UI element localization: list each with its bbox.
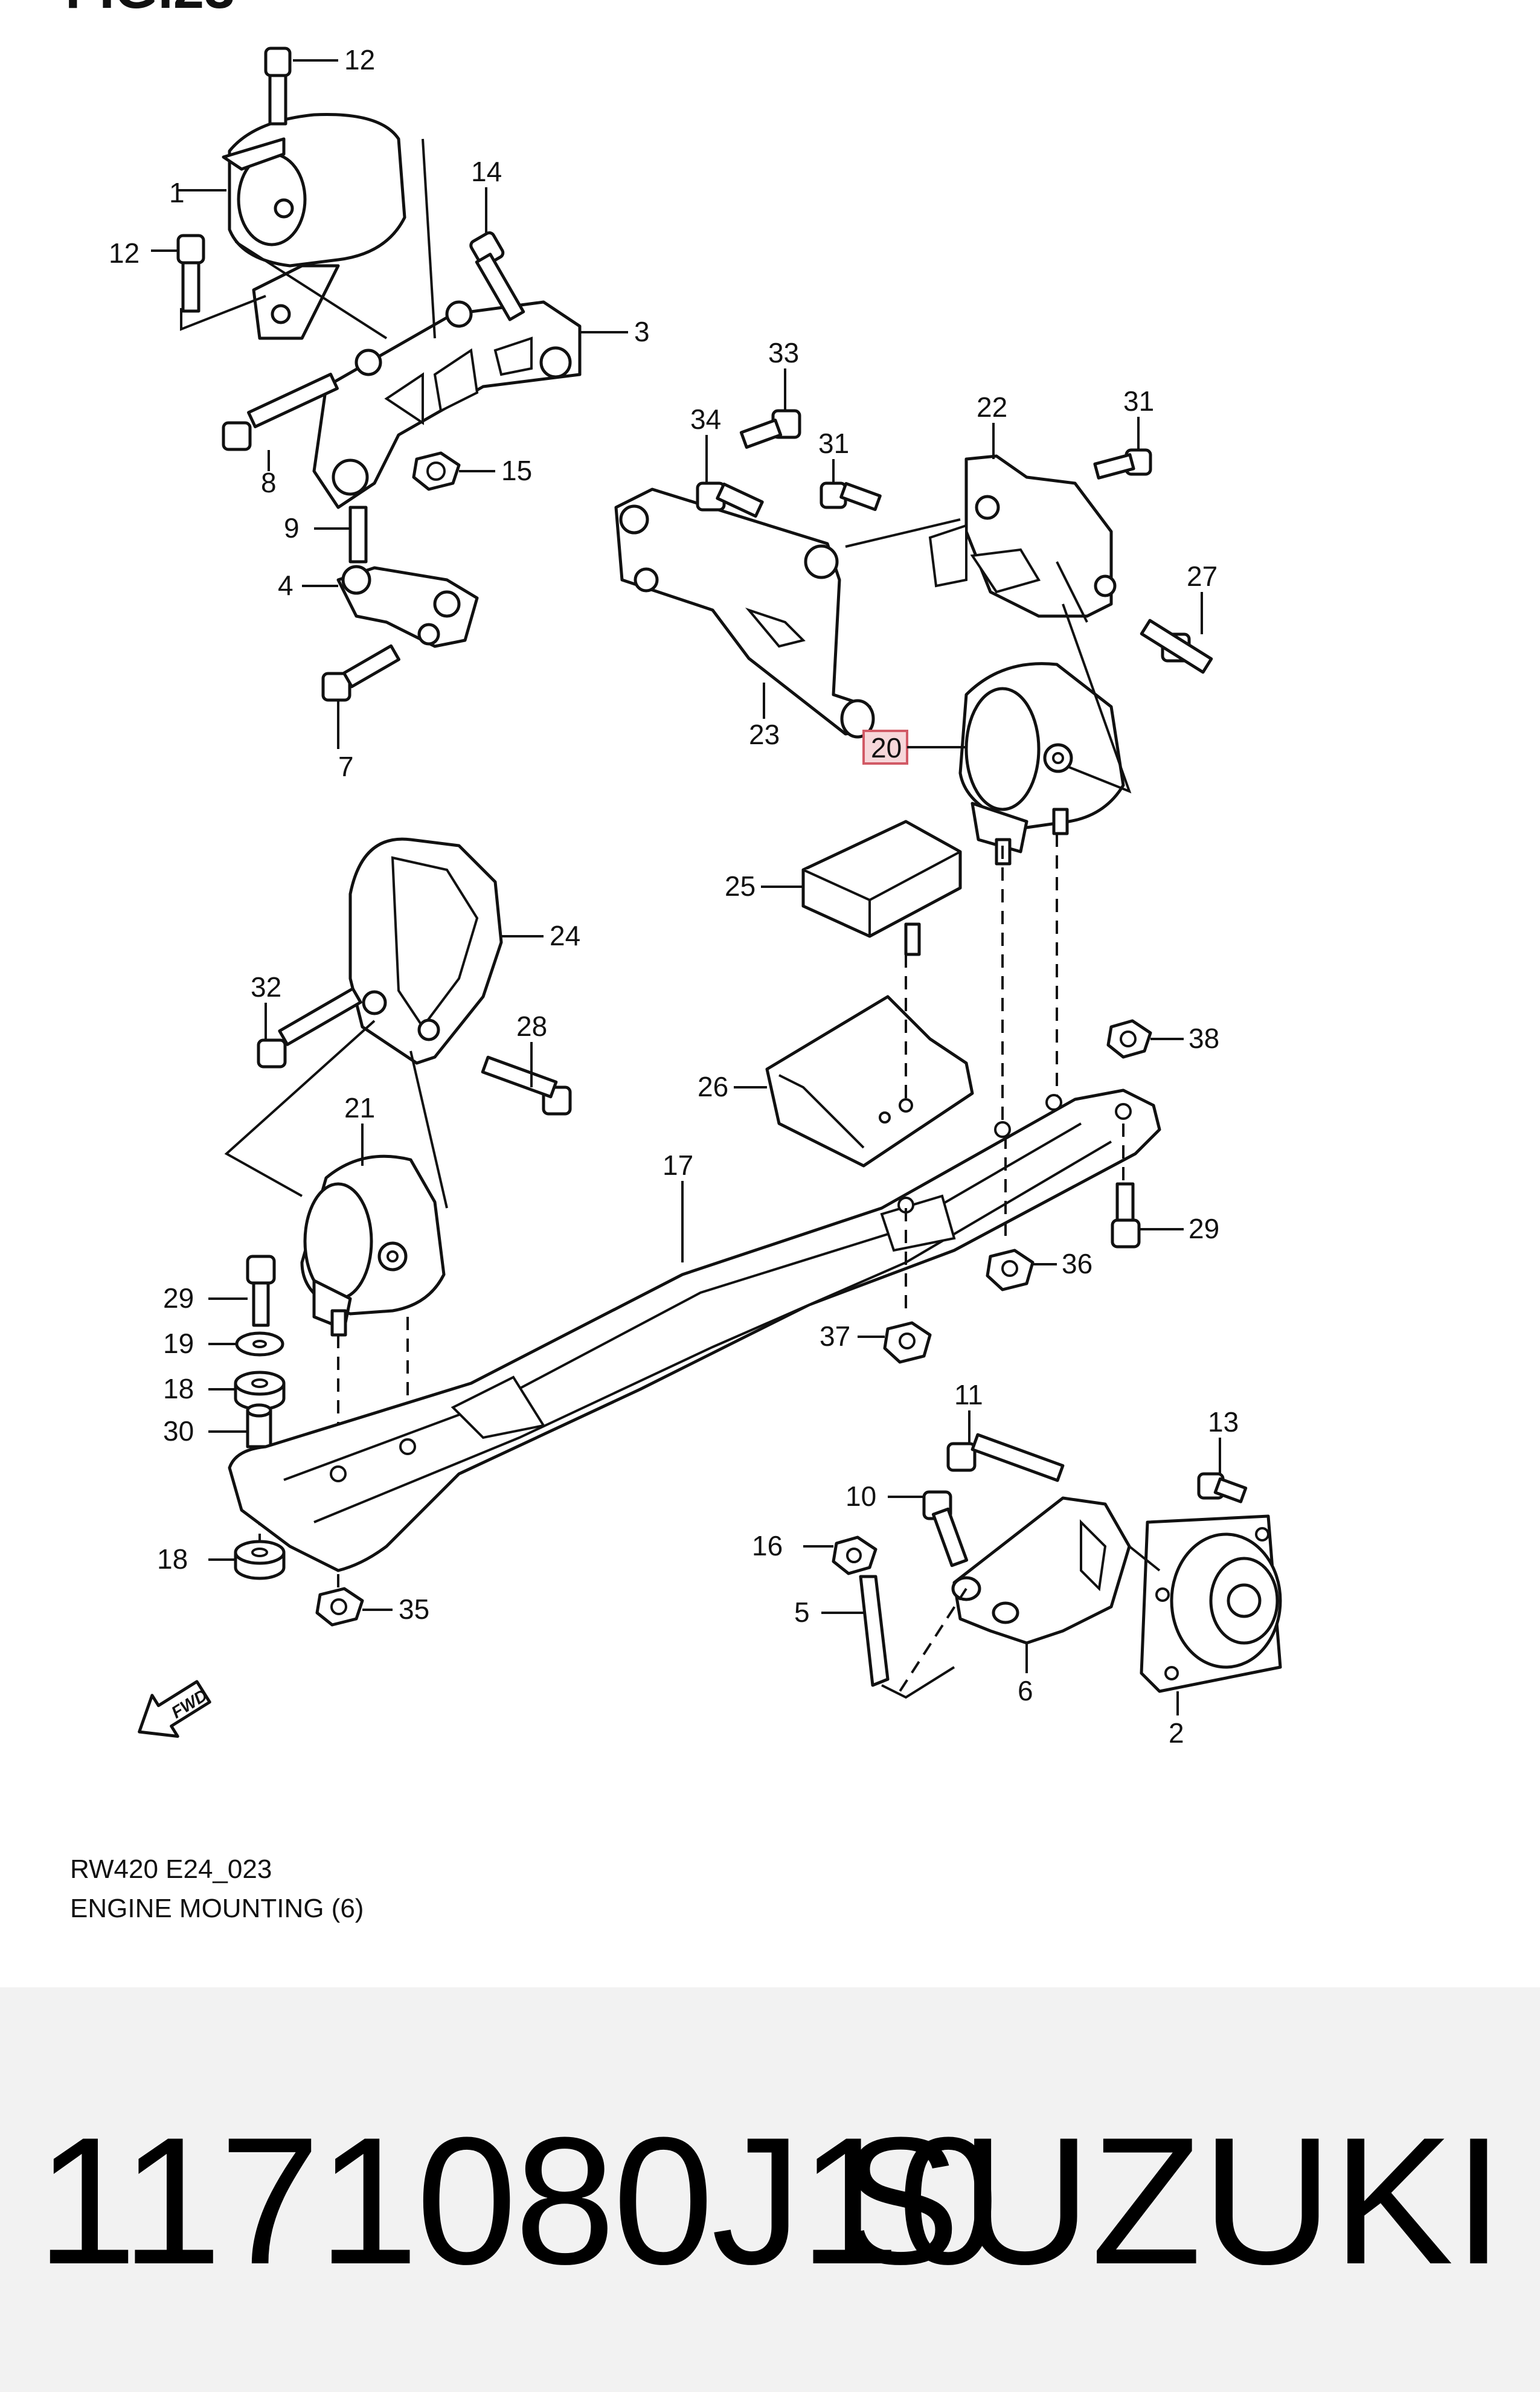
callout-38: 38 bbox=[1189, 1023, 1219, 1054]
bolt-10 bbox=[922, 1490, 969, 1567]
nut-36 bbox=[986, 1249, 1035, 1291]
callout-36: 36 bbox=[1062, 1248, 1092, 1279]
bolt-7 bbox=[321, 644, 400, 702]
callout-24: 24 bbox=[550, 920, 580, 951]
callout-22: 22 bbox=[977, 391, 1007, 423]
callout-27: 27 bbox=[1187, 561, 1218, 592]
bolt-32 bbox=[257, 987, 362, 1069]
figure-title: FIG.23 bbox=[65, 0, 235, 21]
bolt-27 bbox=[1140, 619, 1213, 674]
callout-16: 16 bbox=[752, 1530, 783, 1561]
stud-5 bbox=[859, 1575, 890, 1687]
bracket-6 bbox=[951, 1496, 1131, 1645]
callout-34: 34 bbox=[690, 403, 721, 435]
callout-25: 25 bbox=[725, 870, 756, 902]
callout-23: 23 bbox=[749, 719, 780, 750]
highlight-callout-20 bbox=[862, 730, 908, 765]
callout-12-top: 12 bbox=[344, 44, 375, 76]
bolt-11 bbox=[946, 1433, 1065, 1482]
callout-21: 21 bbox=[344, 1092, 375, 1124]
bolt-12-top bbox=[264, 47, 292, 126]
collar-30 bbox=[246, 1403, 272, 1448]
callout-30: 30 bbox=[163, 1415, 194, 1447]
bolt-12-left bbox=[176, 234, 205, 313]
callout-20: 20 bbox=[871, 732, 902, 764]
callout-26: 26 bbox=[698, 1071, 728, 1102]
bolt-29-right bbox=[1111, 1182, 1141, 1249]
mount-2 bbox=[1140, 1514, 1282, 1693]
bolt-31-left bbox=[820, 481, 882, 512]
callout-15: 15 bbox=[501, 455, 532, 486]
diagram-code: RW420 E24_023 bbox=[70, 1854, 272, 1884]
cushion-18-bottom bbox=[234, 1540, 286, 1580]
crossmember-17 bbox=[228, 1088, 1161, 1572]
bracket-24 bbox=[348, 837, 503, 1065]
callout-28: 28 bbox=[516, 1011, 547, 1042]
nut-16 bbox=[832, 1535, 877, 1575]
bracket-3 bbox=[312, 300, 582, 509]
diagram-title: ENGINE MOUNTING (6) bbox=[70, 1894, 364, 1923]
callout-32: 32 bbox=[251, 971, 281, 1003]
callout-7: 7 bbox=[338, 751, 354, 782]
callout-14: 14 bbox=[471, 156, 502, 187]
callout-4: 4 bbox=[278, 570, 294, 601]
product-label-panel bbox=[0, 1987, 1540, 2392]
callout-31-right: 31 bbox=[1123, 385, 1154, 417]
bracket-23 bbox=[614, 487, 875, 739]
callout-19: 19 bbox=[163, 1328, 194, 1359]
parts-diagram-panel: FIG.23 bbox=[65, 0, 1282, 1923]
nut-38 bbox=[1106, 1019, 1152, 1059]
engine-mount-20 bbox=[958, 662, 1125, 866]
part-number: 1171080J10 bbox=[36, 2099, 998, 2302]
bolt-29-left bbox=[246, 1255, 276, 1327]
nut-35 bbox=[315, 1587, 364, 1627]
bolt-31-right bbox=[1093, 448, 1152, 480]
callout-29-left: 29 bbox=[163, 1282, 194, 1314]
callout-33: 33 bbox=[768, 337, 799, 368]
bolt-13 bbox=[1197, 1472, 1248, 1503]
fwd-arrow-icon: FWD bbox=[138, 1680, 211, 1738]
callout-12-left: 12 bbox=[109, 237, 140, 269]
callout-5: 5 bbox=[794, 1596, 810, 1628]
bracket-22 bbox=[928, 454, 1117, 618]
bolt-8 bbox=[222, 373, 339, 451]
nut-15 bbox=[412, 451, 461, 491]
bolt-14 bbox=[469, 231, 525, 321]
callout-18-top: 18 bbox=[163, 1373, 194, 1404]
washer-19 bbox=[235, 1331, 284, 1357]
plate-26 bbox=[765, 995, 974, 1168]
callout-1: 1 bbox=[169, 177, 185, 208]
stud-9 bbox=[348, 506, 368, 564]
callout-9: 9 bbox=[284, 512, 300, 544]
callout-18-bottom: 18 bbox=[157, 1543, 188, 1575]
brand-name: SUZUKI bbox=[839, 2099, 1504, 2302]
callout-8: 8 bbox=[261, 467, 277, 498]
callout-17: 17 bbox=[663, 1149, 693, 1181]
nut-37 bbox=[883, 1321, 932, 1364]
engine-mount-1 bbox=[222, 113, 406, 340]
exploded-view-drawing: 12 1 12 14 3 8 15 9 4 7 bbox=[109, 44, 1282, 1749]
callout-29-right: 29 bbox=[1189, 1213, 1219, 1244]
callout-35: 35 bbox=[399, 1593, 429, 1625]
stopper-25 bbox=[801, 820, 962, 956]
callout-10: 10 bbox=[845, 1481, 876, 1512]
callout-37: 37 bbox=[820, 1320, 850, 1352]
engine-mount-21 bbox=[300, 1154, 446, 1337]
callout-13: 13 bbox=[1208, 1406, 1239, 1438]
bolt-34 bbox=[696, 481, 764, 518]
bolt-28 bbox=[481, 1055, 572, 1116]
callout-31-left: 31 bbox=[818, 428, 849, 459]
callout-11: 11 bbox=[954, 1379, 983, 1410]
callout-2: 2 bbox=[1169, 1717, 1184, 1749]
bracket-4 bbox=[336, 565, 479, 648]
bolt-33 bbox=[739, 409, 801, 449]
callout-3: 3 bbox=[634, 316, 650, 347]
callout-6: 6 bbox=[1018, 1675, 1033, 1706]
